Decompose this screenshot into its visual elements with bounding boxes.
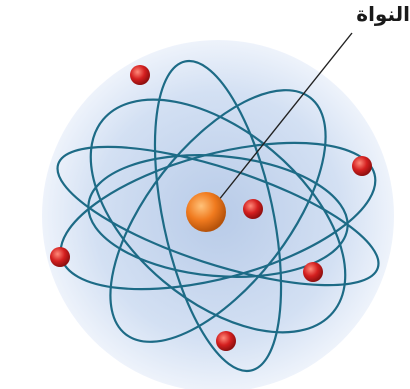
electron-2 [352, 156, 372, 176]
electron-3 [243, 199, 263, 219]
orbit-6 [87, 154, 349, 278]
nucleus-label: النواة [356, 2, 410, 26]
nucleus [186, 192, 226, 232]
orbit-4 [109, 89, 327, 343]
electron-6 [216, 331, 236, 351]
orbits-group [56, 59, 380, 373]
orbit-3 [89, 98, 347, 334]
nucleus-leader-line [213, 32, 353, 207]
electrons-group [50, 65, 372, 351]
orbit-5 [153, 59, 283, 373]
electron-5 [303, 262, 323, 282]
electron-1 [130, 65, 150, 85]
orbit-2 [56, 145, 380, 287]
electron-4 [50, 247, 70, 267]
